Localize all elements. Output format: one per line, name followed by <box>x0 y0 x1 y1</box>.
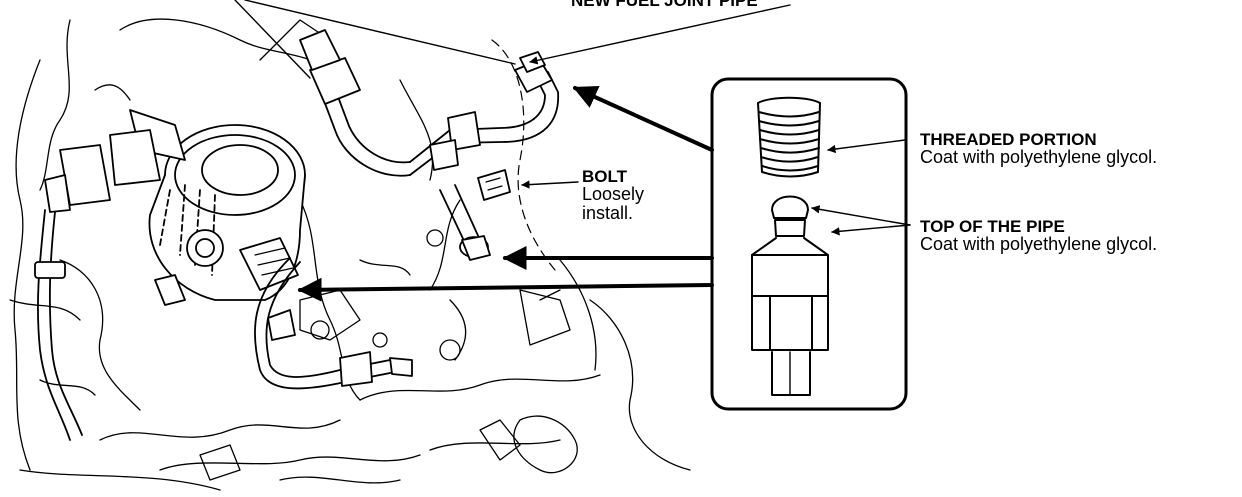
leader-lines <box>234 0 911 236</box>
top-of-pipe-note: Coat with polyethylene glycol. <box>920 234 1158 255</box>
threaded-portion-icon <box>757 96 821 178</box>
engine-background <box>9 18 691 491</box>
fuel-pipe <box>253 29 559 390</box>
threaded-portion-note: Coat with polyethylene glycol. <box>920 147 1158 168</box>
top-of-pipe-label: TOP OF THE PIPE Coat with polyethylene g… <box>920 218 1157 254</box>
callout-arrows <box>297 85 714 302</box>
top-of-pipe-title: TOP OF THE PIPE <box>920 217 1065 236</box>
bolt-label: BOLT Loosely install. <box>582 168 644 222</box>
bolt-title: BOLT <box>582 167 628 186</box>
new-fuel-joint-pipe-label: NEW FUEL JOINT PIPE <box>571 0 758 10</box>
bolt <box>477 169 511 201</box>
high-pressure-fuel-pump <box>34 109 306 441</box>
inset-panel <box>710 77 908 411</box>
threaded-portion-title: THREADED PORTION <box>920 130 1097 149</box>
bolt-note-line2: install. <box>582 202 634 223</box>
dashed-outline <box>491 39 556 271</box>
bolt-note-line1: Loosely <box>582 184 645 205</box>
pipe-fitting-detail-icon <box>751 195 829 396</box>
pipe-fitting <box>439 184 491 261</box>
threaded-portion-label: THREADED PORTION Coat with polyethylene … <box>920 131 1157 167</box>
